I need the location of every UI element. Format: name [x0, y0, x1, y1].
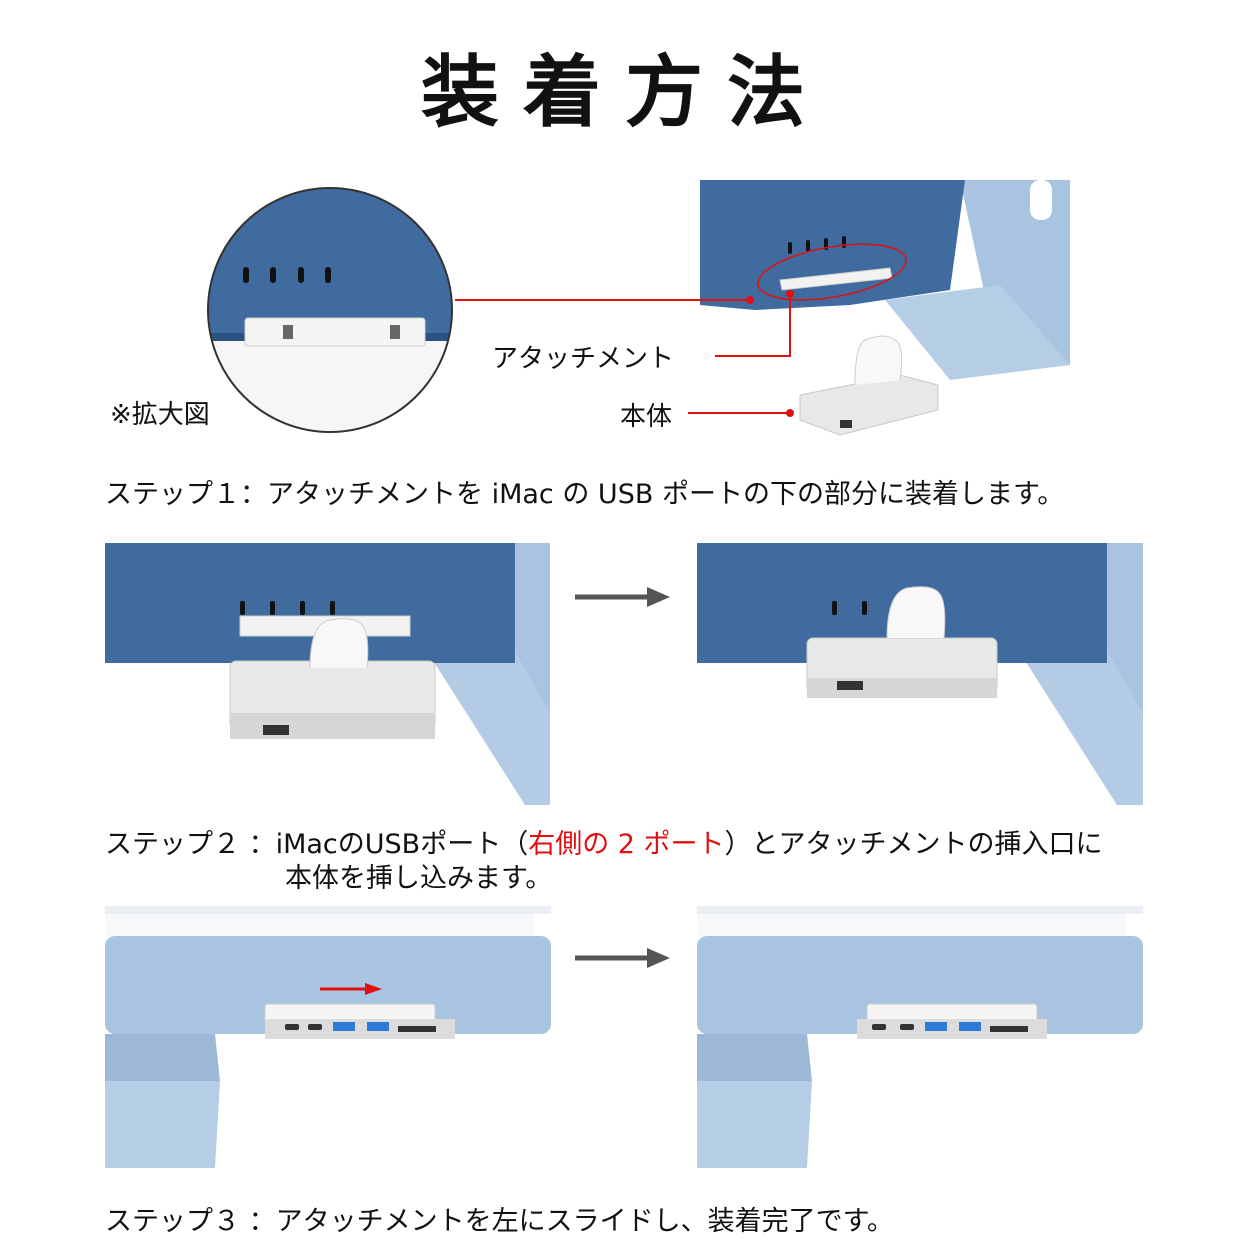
imac-step1-illustration: [700, 180, 1070, 436]
imac-step3-after: [697, 906, 1143, 1168]
arrow-step3: [575, 948, 670, 968]
imac-step2-before: [105, 543, 550, 805]
step2-text: ステップ２ ：iMacのUSBポート（右側の 2 ポート）とアタッチメントの挿入…: [105, 822, 1103, 861]
attachment-label: アタッチメント: [492, 344, 675, 374]
arrow-step2: [575, 587, 670, 607]
zoom-label: ※拡大図: [110, 400, 210, 430]
imac-step2-after: [697, 543, 1143, 805]
step1-text: ステップ１：アタッチメントを iMac の USB ポートの下の部分に装着します…: [105, 479, 1065, 510]
step2-text-line2: 本体を挿し込みます。: [285, 863, 553, 894]
step2-prefix: ステップ２ ：iMacのUSBポート（: [105, 829, 529, 860]
body-label: 本体: [620, 402, 673, 432]
imac-step3-before: [105, 906, 551, 1168]
step2-highlight: 右側の 2 ポート: [528, 829, 725, 860]
step2-suffix: ）とアタッチメントの挿入口に: [724, 829, 1103, 860]
step3-text: ステップ３ ：アタッチメントを左にスライドし、装着完了です。: [105, 1206, 894, 1237]
zoom-circle-illustration: [207, 187, 453, 433]
page-title: 装着方法: [420, 47, 829, 138]
